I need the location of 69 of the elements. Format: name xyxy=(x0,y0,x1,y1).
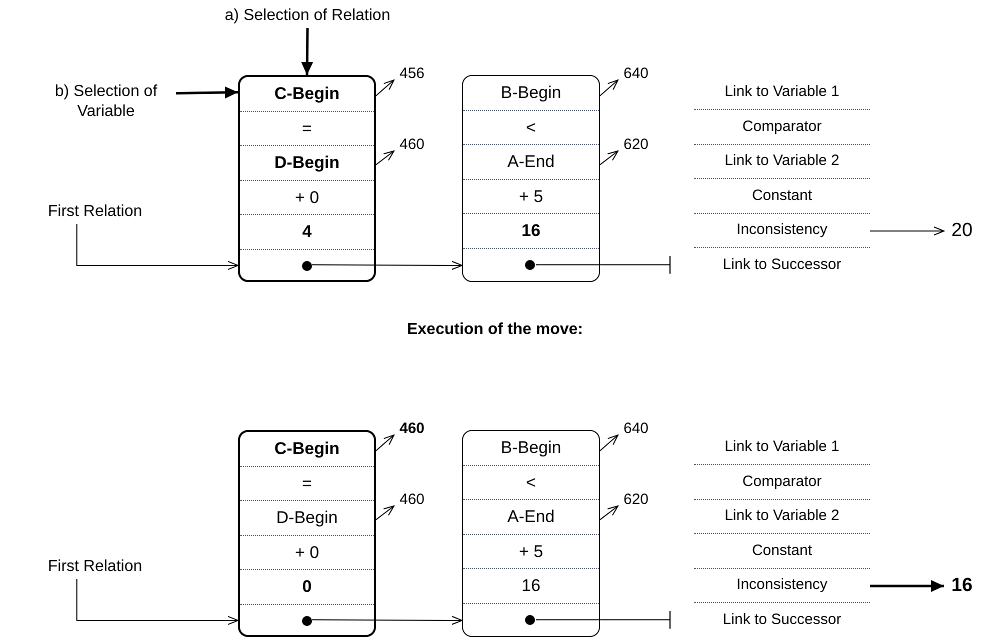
field-value: 4 xyxy=(240,215,374,250)
field-value: B-Begin xyxy=(463,431,599,466)
record-box xyxy=(462,430,600,637)
arrow xyxy=(176,86,238,98)
field-value: < xyxy=(463,110,599,145)
start-label: First Relation xyxy=(30,555,160,579)
arrow xyxy=(600,80,618,96)
address-label: 620 xyxy=(618,490,654,510)
arrow xyxy=(600,434,618,452)
record-box xyxy=(238,430,376,637)
arrow xyxy=(600,150,618,166)
record-box xyxy=(238,75,376,282)
arrow xyxy=(76,224,238,270)
address-label: 620 xyxy=(618,135,654,155)
field-name: Link to Variable 2 xyxy=(694,500,870,534)
record-box xyxy=(462,75,600,282)
address-label: 640 xyxy=(618,64,654,84)
arrow xyxy=(870,226,944,236)
field-value: 16 xyxy=(463,214,599,248)
field-name: Link to Successor xyxy=(694,604,870,636)
field-name: Link to Variable 1 xyxy=(694,76,870,110)
field-name: Inconsistency xyxy=(694,569,870,603)
section-heading: Execution of the move: xyxy=(406,320,584,340)
address-label: 456 xyxy=(394,64,430,84)
address-label: 640 xyxy=(618,419,654,439)
arrow xyxy=(76,578,238,625)
field-value: C-Begin xyxy=(240,432,374,466)
inconsistency-value: 20 xyxy=(944,219,980,243)
field-name: Link to Variable 2 xyxy=(694,145,870,179)
arrow xyxy=(312,260,462,270)
field-value: C-Begin xyxy=(240,77,374,112)
field-value: + 0 xyxy=(240,180,374,215)
field-value: + 5 xyxy=(463,180,599,214)
arrow xyxy=(870,580,944,592)
address-label: 460 xyxy=(394,419,430,439)
address-label: 460 xyxy=(394,490,430,510)
arrow xyxy=(376,506,394,520)
arrow xyxy=(301,28,314,76)
field-value: = xyxy=(240,112,374,146)
field-value: + 0 xyxy=(240,536,374,570)
field-value: A-End xyxy=(463,500,599,534)
inconsistency-value: 16 xyxy=(944,574,980,598)
field-value: = xyxy=(240,466,374,501)
field-name: Comparator xyxy=(694,465,870,500)
arrow xyxy=(376,434,394,452)
address-label: 460 xyxy=(394,135,430,155)
field-name: Link to Variable 1 xyxy=(694,431,870,465)
annotation-text: a) Selection of Relation xyxy=(195,4,420,28)
arrow xyxy=(376,150,394,166)
terminator-line xyxy=(536,255,671,274)
arrow xyxy=(376,80,394,96)
field-name: Inconsistency xyxy=(694,214,870,248)
field-value: A-End xyxy=(463,145,599,180)
field-value: 0 xyxy=(240,570,374,604)
field-name: Constant xyxy=(694,534,870,569)
field-name: Link to Successor xyxy=(694,249,870,281)
start-label: First Relation xyxy=(30,200,160,224)
field-value: D-Begin xyxy=(240,501,374,536)
field-value: < xyxy=(463,466,599,500)
field-value: B-Begin xyxy=(463,76,599,110)
terminator-line xyxy=(536,610,671,630)
arrow xyxy=(312,616,462,625)
field-name: Constant xyxy=(694,179,870,214)
field-name: Comparator xyxy=(694,110,870,145)
annotation-text: b) Selection of Variable xyxy=(36,80,176,124)
field-value: 16 xyxy=(463,569,599,604)
field-value: D-Begin xyxy=(240,146,374,180)
field-value: + 5 xyxy=(463,534,599,569)
arrow xyxy=(600,506,618,520)
